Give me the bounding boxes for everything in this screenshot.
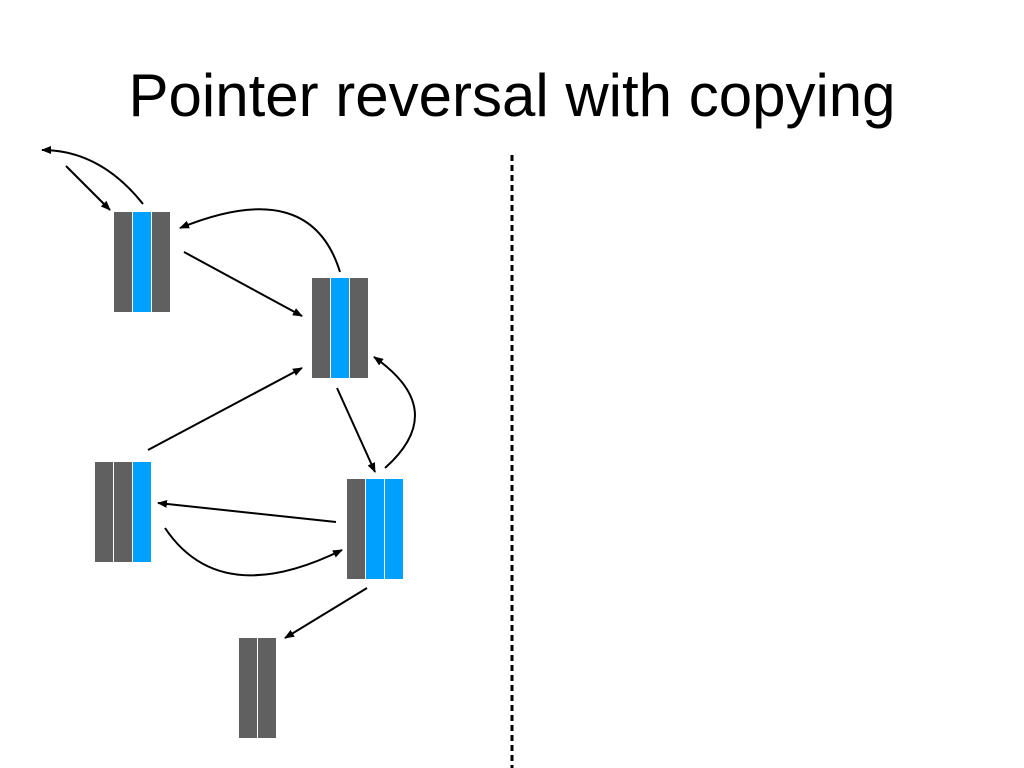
edge-a-to-b: [183, 251, 303, 317]
node-a-field-2: [152, 212, 170, 312]
node-d-field-2: [385, 479, 403, 579]
edge-d-to-e: [284, 587, 368, 639]
node-b-field-1: [331, 278, 349, 378]
node-a-field-1: [133, 212, 151, 312]
node-c-field-2: [133, 462, 151, 562]
edge-c-to-b: [147, 367, 303, 451]
heap-node-b: [312, 278, 368, 378]
edge-root-to-a: [65, 165, 111, 211]
node-a-field-0: [114, 212, 132, 312]
node-e-field-0: [239, 638, 257, 738]
edge-a-to-root: [41, 146, 144, 205]
heap-node-d: [347, 479, 403, 579]
edge-b-to-d: [336, 387, 376, 473]
node-e-field-1: [258, 638, 276, 738]
heap-node-a: [114, 212, 170, 312]
node-b-field-2: [350, 278, 368, 378]
heap-node-e: [239, 638, 276, 738]
node-c-field-0: [95, 462, 113, 562]
edge-d-to-b: [373, 356, 416, 469]
edge-d-to-c: [157, 499, 337, 523]
edge-c-to-d: [164, 527, 343, 577]
edge-b-to-a: [179, 208, 341, 273]
heap-node-c: [95, 462, 151, 562]
slide-title: Pointer reversal with copying: [128, 62, 896, 129]
node-d-field-0: [347, 479, 365, 579]
node-c-field-1: [114, 462, 132, 562]
node-d-field-1: [366, 479, 384, 579]
node-b-field-0: [312, 278, 330, 378]
